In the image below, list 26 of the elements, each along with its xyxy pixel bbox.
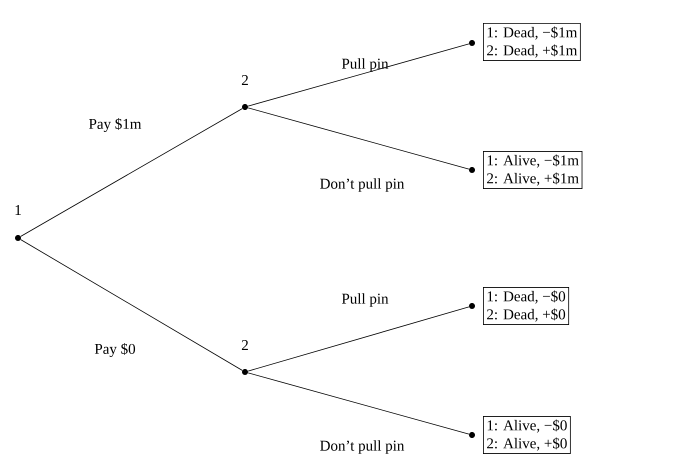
player-label: 2 — [242, 75, 248, 85]
edge-label: Pay $1m — [88, 118, 142, 132]
player-label: 1 — [16, 205, 21, 215]
branch-line — [248, 372, 470, 435]
decision-point — [469, 432, 475, 438]
payoff-box: 1: Alive, −$1m 2: Alive, +$1m — [483, 151, 582, 189]
edge-label: Pull pin — [342, 58, 388, 72]
branch-line — [248, 43, 470, 107]
branch-line — [20, 239, 243, 371]
decision-point — [469, 167, 475, 173]
edge-label: Pull pin — [342, 293, 388, 307]
edge-label: Pay $0 — [94, 342, 136, 358]
edge-label: Don’t pull pin — [320, 178, 404, 192]
branch-line — [248, 306, 470, 372]
decision-point — [242, 104, 248, 110]
decision-point — [15, 235, 21, 241]
payoff-box: 1: Alive, −$0 2: Alive, +$0 — [483, 416, 571, 454]
payoff-box: 1: Dead, −$0 2: Dead, +$0 — [483, 287, 570, 325]
decision-point — [242, 369, 248, 375]
edge-label: Don’t pull pin — [320, 440, 404, 454]
decision-point — [469, 40, 475, 46]
branch-line — [20, 108, 243, 237]
decision-point — [469, 303, 475, 309]
branch-line — [248, 107, 470, 170]
payoff-box: 1: Dead, −$1m 2: Dead, +$1m — [483, 23, 581, 61]
player-label: 2 — [242, 340, 248, 350]
